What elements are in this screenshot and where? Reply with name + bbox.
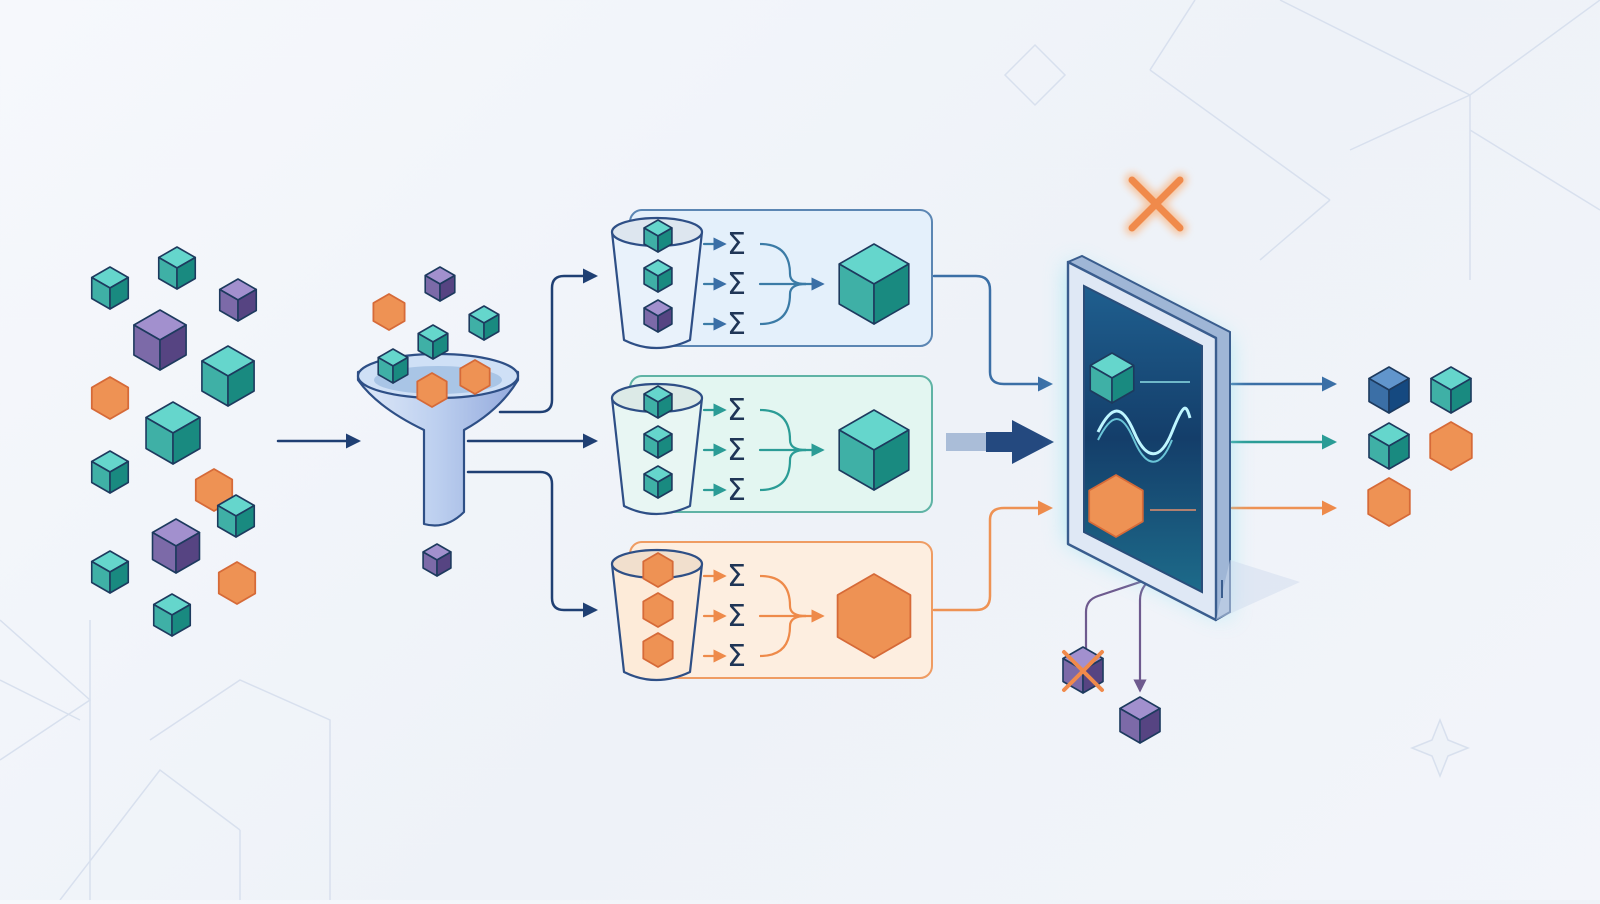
cube-icon (1430, 366, 1472, 414)
arrow-icon (498, 268, 598, 414)
cube-icon (643, 465, 673, 499)
lane-orange: ΣΣΣ (610, 541, 933, 682)
hexagon-icon (217, 561, 257, 605)
cube-icon (152, 593, 192, 637)
cube-icon (1089, 352, 1135, 404)
arrow-icon (466, 470, 598, 618)
panel-shadow (1216, 560, 1300, 620)
hexagon-icon (372, 293, 406, 331)
sigma-icon: Σ (727, 307, 746, 342)
cube-icon (218, 278, 258, 322)
cube-icon (417, 324, 449, 360)
sigma-icon: Σ (727, 433, 746, 468)
bucket-icon (610, 216, 704, 350)
arrow-icon (1012, 420, 1054, 464)
bucket-icon (610, 382, 704, 516)
cube-icon (468, 305, 500, 341)
output-grid (1367, 366, 1473, 527)
hexagon-icon (90, 376, 130, 420)
sigma-icon: Σ (727, 267, 746, 302)
cube-icon (377, 348, 409, 384)
sigma-icon: Σ (727, 559, 746, 594)
cube-icon (1119, 696, 1161, 744)
funnel-contents (372, 266, 500, 577)
arrow-icon (932, 500, 1053, 612)
sigma-icon: Σ (727, 393, 746, 428)
cube-icon (838, 243, 910, 325)
hexagon-icon (642, 592, 674, 628)
sigma-icon: Σ (727, 639, 746, 674)
hexagon-icon (1367, 477, 1411, 527)
cube-icon (643, 385, 673, 419)
hexagon-icon (1088, 474, 1144, 538)
cube-icon (157, 246, 197, 290)
hexagon-icon (642, 552, 674, 588)
cube-icon (424, 266, 456, 302)
hexagon-icon (416, 372, 448, 408)
bucket-icon (610, 548, 704, 682)
cube-icon (422, 543, 452, 577)
input-pool (90, 246, 258, 637)
sigma-icon: Σ (727, 599, 746, 634)
lane-blue: ΣΣΣ (610, 209, 933, 350)
cube-icon (133, 309, 187, 371)
cube-icon (90, 450, 130, 494)
hexagon-icon (194, 468, 234, 512)
cube-icon (90, 266, 130, 310)
cube-icon (643, 425, 673, 459)
sigma-icon: Σ (727, 473, 746, 508)
sigma-icon: Σ (727, 227, 746, 262)
cube-icon (145, 401, 201, 465)
hexagon-icon (642, 632, 674, 668)
reject-x-icon (1062, 650, 1104, 692)
cube-icon (201, 345, 255, 407)
arrow-icon (932, 274, 1053, 392)
cube-icon (151, 518, 201, 574)
cube-icon (643, 259, 673, 293)
wave-icon (1097, 418, 1173, 463)
hexagon-icon (836, 573, 912, 659)
cube-icon (1368, 366, 1410, 414)
reject-x-icon (1125, 173, 1187, 235)
arrow-icon (986, 432, 1016, 452)
cube-icon (90, 550, 130, 594)
cube-icon (643, 299, 673, 333)
cube-icon (1368, 422, 1410, 470)
cube-icon (643, 219, 673, 253)
hexagon-icon (1429, 421, 1473, 471)
cube-icon (216, 494, 256, 538)
panel-icon (1066, 254, 1231, 622)
hexagon-icon (459, 359, 491, 395)
cube-icon (838, 409, 910, 491)
lane-green: ΣΣΣ (610, 375, 933, 516)
wave-icon (1096, 406, 1192, 456)
